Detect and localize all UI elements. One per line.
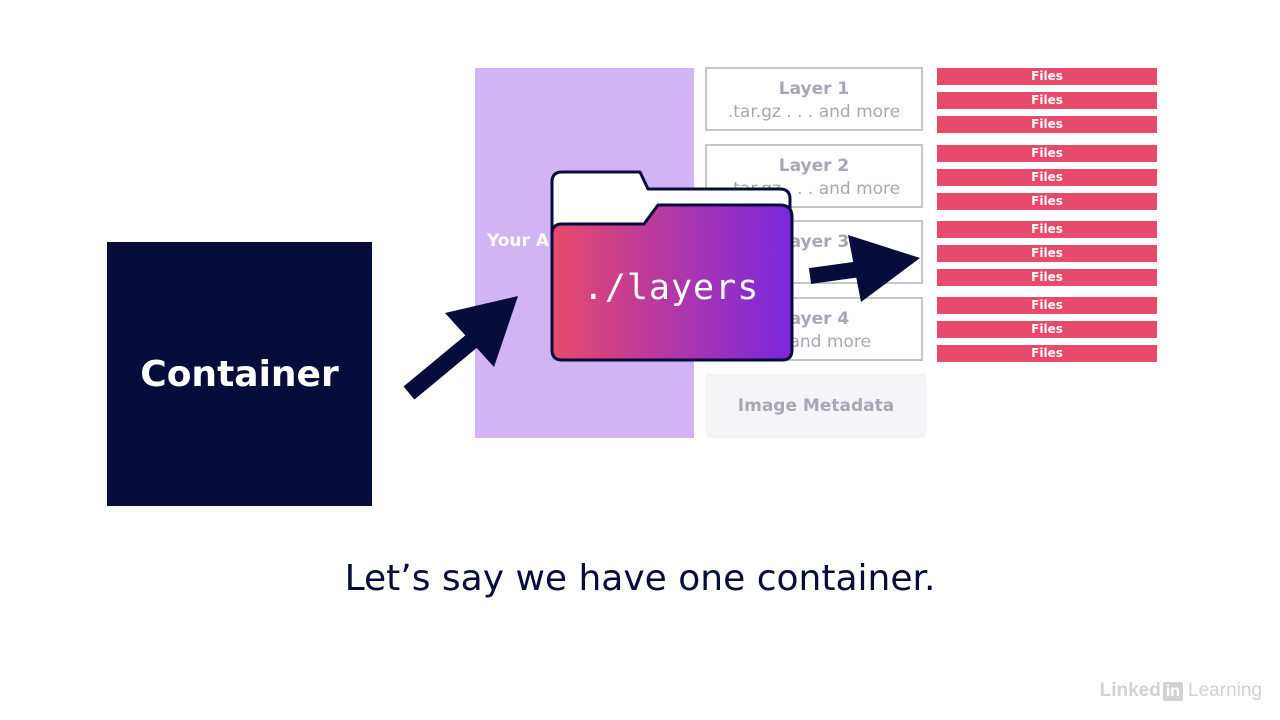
layer-title: Layer 2 bbox=[778, 156, 850, 176]
files-bar: Files bbox=[937, 92, 1157, 109]
files-bar: Files bbox=[937, 345, 1157, 362]
folder-label: ./layers bbox=[582, 268, 760, 308]
logo-learning-text: Learning bbox=[1188, 680, 1262, 701]
folder-icon bbox=[550, 170, 794, 362]
layer-box-1: Layer 1 .tar.gz . . . and more bbox=[705, 67, 923, 131]
files-bar: Files bbox=[937, 221, 1157, 238]
right-arrow-icon bbox=[808, 235, 920, 302]
logo-linked-text: Linked bbox=[1099, 680, 1161, 701]
files-bar: Files bbox=[937, 116, 1157, 133]
files-bar: Files bbox=[937, 321, 1157, 338]
layer-title: Layer 1 bbox=[778, 79, 850, 99]
linkedin-learning-logo: Linked in Learning bbox=[1100, 680, 1262, 702]
files-bar: Files bbox=[937, 68, 1157, 85]
files-bar: Files bbox=[937, 169, 1157, 186]
container-box: Container bbox=[107, 242, 372, 506]
files-bar: Files bbox=[937, 245, 1157, 262]
layer-subtitle: .tar.gz . . . and more bbox=[727, 102, 901, 122]
layer-title: Layer 3 bbox=[778, 232, 850, 252]
image-metadata-box: Image Metadata bbox=[706, 374, 926, 438]
files-bar: Files bbox=[937, 193, 1157, 210]
app-panel-label: Your A bbox=[487, 231, 549, 251]
diagonal-arrow-icon bbox=[403, 296, 518, 400]
files-bar: Files bbox=[937, 145, 1157, 162]
files-bar: Files bbox=[937, 297, 1157, 314]
layer-title: Layer 4 bbox=[778, 309, 850, 329]
logo-in-text: in bbox=[1162, 681, 1184, 701]
caption: Let’s say we have one container. bbox=[344, 558, 936, 599]
files-bar: Files bbox=[937, 269, 1157, 286]
container-label: Container bbox=[140, 353, 339, 395]
